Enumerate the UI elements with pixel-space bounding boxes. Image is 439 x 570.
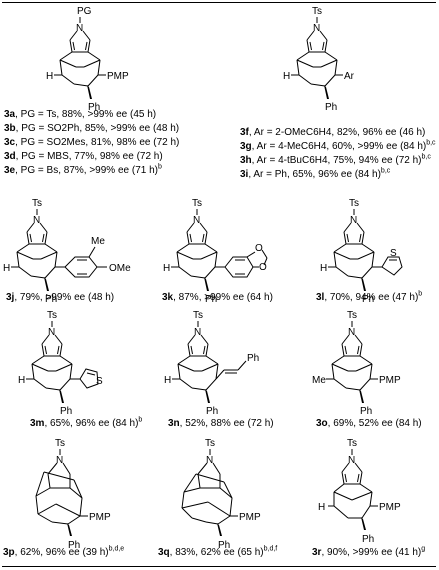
caption-3l: 3l, 70%, 94% ee (47 h)b [316,290,423,303]
ph-label: Ph [325,102,337,113]
caption-3p: 3p, 62%, 96% ee (39 h)b,d,e [3,545,125,558]
caption-3c: 3c, PG = SO2Mes, 81%, 98% ee (72 h) [4,137,180,148]
h-label: H [320,263,327,274]
ph-label: Ph [68,540,80,551]
ts-label: Ts [193,310,203,321]
ph-label-2: Ph [247,353,259,364]
h-label: H [164,375,171,386]
n-label: N [193,215,200,226]
structure-3p: Ts N PMP Ph [35,438,111,551]
pmp-label: PMP [239,512,261,523]
structure-3l: Ts N H Ph S [320,198,403,305]
ph-label: Ph [205,294,217,305]
ph-label: Ph [360,406,372,417]
pmp-label: PMP [89,512,111,523]
n-label: N [206,455,213,466]
n-label: N [348,455,355,466]
pmp-label: PMP [107,71,129,82]
h-label: H [283,71,290,82]
ph-label: Ph [45,294,57,305]
ph-label: Ph [362,534,374,545]
ph-label: Ph [206,406,218,417]
caption-3q: 3q, 83%, 62% ee (65 h)b,d,f [158,545,278,558]
structure-3f-3i: Ts N H Ar Ph [283,6,355,113]
ar-label: Ar [344,71,355,82]
ph-label: Ph [88,102,100,113]
structure-3j: Ts N H Ph Me OMe [3,198,131,305]
pg-label: PG [77,6,92,17]
ts-label: Ts [349,198,359,209]
n-label: N [348,327,355,338]
h-label: H [163,263,170,274]
caption-3r: 3r, 90%, >99% ee (41 h)g [312,545,426,558]
ts-label: Ts [32,198,42,209]
structure-3q: Ts N PMP Ph [181,438,261,551]
ome-label: OMe [109,263,131,274]
caption-3o: 3o, 69%, 52% ee (84 h) [316,418,422,429]
caption-3i: 3i, Ar = Ph, 65%, 96% ee (84 h)b,c [240,167,391,180]
ts-label: Ts [55,438,65,449]
ph-label: Ph [218,540,230,551]
bottom-rule [2,566,436,567]
caption-3j: 3j, 79%, >99% ee (48 h) [6,292,115,303]
s-label: S [96,376,103,387]
caption-3b: 3b, PG = SO2Ph, 85%, >99% ee (48 h) [4,123,180,134]
ph-label: Ph [60,406,72,417]
h-label: H [18,375,25,386]
structure-3m: Ts N H Ph S [18,310,103,417]
caption-3e: 3e, PG = Bs, 87%, >99% ee (71 h)b [4,163,162,176]
me-label: Me [91,236,105,247]
s-label: S [390,248,397,259]
o-label-2: O [259,262,267,273]
structure-3o: Ts N Me PMP Ph [312,310,401,417]
n-label: N [194,327,201,338]
n-label: N [56,455,63,466]
n-label: N [33,215,40,226]
structure-3k: Ts N H Ph O O [163,198,268,305]
n-label: N [313,23,320,34]
ts-label: Ts [312,6,322,17]
h-label: H [46,71,53,82]
caption-3m: 3m, 65%, 96% ee (84 h)b [30,416,143,429]
pmp-label: PMP [379,375,401,386]
caption-3a: 3a, PG = Ts, 88%, >99% ee (45 h) [4,109,157,120]
h-label: H [3,263,10,274]
ph-label: Ph [362,294,374,305]
caption-3k: 3k, 87%, >99% ee (64 h) [162,292,273,303]
ts-label: Ts [47,310,57,321]
caption-3d: 3d, PG = MBS, 77%, 98% ee (72 h) [4,151,163,162]
caption-3g: 3g, Ar = 4-MeC6H4, 60%, >99% ee (84 h)b,… [240,139,436,152]
caption-3h: 3h, Ar = 4-tBuC6H4, 75%, 94% ee (72 h)b,… [240,153,431,166]
ts-label: Ts [205,438,215,449]
n-label: N [350,215,357,226]
h-label: H [318,502,325,513]
structure-3r: Ts N H PMP Ph [318,438,401,545]
ts-label: Ts [347,310,357,321]
caption-3f: 3f, Ar = 2-OMeC6H4, 82%, 96% ee (46 h) [240,127,426,138]
pmp-label: PMP [379,502,401,513]
n-label: N [76,23,83,34]
structure-3n: Ts N H Ph Ph [164,310,259,417]
caption-3n: 3n, 52%, 88% ee (72 h) [168,418,274,429]
ts-label: Ts [347,438,357,449]
structure-3a-3e: PG N H PMP Ph [46,6,129,113]
top-rule [2,2,436,3]
n-label: N [48,327,55,338]
o-label-1: O [255,243,263,254]
me-label: Me [312,375,326,386]
ts-label: Ts [192,198,202,209]
